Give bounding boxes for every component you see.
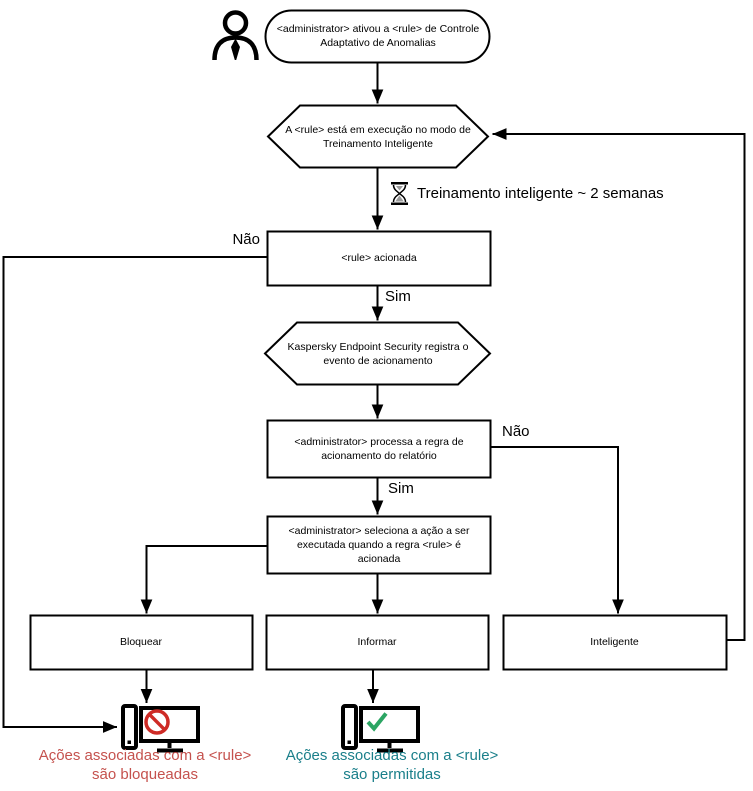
rule-triggered-line1: <rule> acionada	[341, 252, 417, 264]
rule-triggered-shape	[266, 230, 492, 287]
computer-allowed-icon	[341, 704, 420, 753]
training-mode-line2: Treinamento Inteligente	[323, 137, 433, 150]
block-node-shape	[29, 614, 254, 671]
connector-lines	[2, 62, 746, 733]
select-action-line2: executada quando a regra <rule> é	[296, 539, 462, 551]
blocked-outcome-caption: Ações associadas com a <rule> são bloque…	[28, 746, 262, 784]
select-action-shape	[266, 515, 492, 575]
connector-select-to-block	[140, 545, 267, 614]
blocked-caption-line1: Ações associadas com a <rule>	[38, 747, 252, 764]
allowed-caption-line1: Ações associadas com a <rule>	[285, 747, 499, 764]
registers-event-hexagon-shape	[263, 321, 492, 386]
block-node: Bloquear	[32, 617, 250, 667]
smart-node: Inteligente	[505, 617, 724, 667]
inform-node: Informar	[268, 617, 486, 667]
inform-node-label: Informar	[357, 636, 397, 648]
check-icon	[366, 712, 388, 732]
allowed-outcome-caption: Ações associadas com a <rule> são permit…	[272, 746, 512, 784]
label-no-right: Não	[502, 423, 530, 440]
block-node-label: Bloquear	[119, 636, 163, 648]
rule-triggered-node: <rule> acionada	[270, 233, 488, 283]
smart-node-label: Inteligente	[590, 636, 639, 648]
registers-event-line1: Kaspersky Endpoint Security registra o	[287, 340, 469, 353]
registers-event-line2: evento de acionamento	[323, 354, 433, 367]
blocked-caption-line2: são bloqueadas	[92, 766, 198, 783]
process-rule-shape	[266, 419, 492, 479]
select-action-line3: acionada	[357, 553, 401, 565]
label-yes-1: Sim	[385, 288, 411, 305]
prohibition-icon	[144, 709, 170, 735]
training-mode-line1: A <rule> está em execução no modo de	[285, 123, 471, 136]
start-node: <administrator> ativou a <rule> de Contr…	[272, 13, 484, 59]
label-no-left: Não	[232, 231, 260, 248]
inform-node-shape	[265, 614, 490, 671]
hourglass-icon	[391, 182, 408, 205]
training-duration-note: Treinamento inteligente ~ 2 semanas	[417, 185, 664, 202]
smart-node-shape	[502, 614, 728, 671]
registers-event-node: Kaspersky Endpoint Security registra o e…	[287, 325, 469, 382]
connector-no-to-smart	[490, 446, 624, 614]
process-rule-line1: <administrator> processa a regra de	[294, 436, 464, 448]
training-mode-node: A <rule> está em execução no modo de Tre…	[285, 108, 471, 165]
start-node-line1: <administrator> ativou a <rule> de Contr…	[276, 23, 480, 35]
user-icon	[212, 10, 259, 61]
start-node-line2: Adaptativo de Anomalias	[320, 37, 436, 49]
process-rule-line2: acionamento do relatório	[321, 450, 437, 462]
allowed-caption-line2: são permitidas	[343, 766, 441, 783]
computer-blocked-icon	[121, 704, 200, 753]
select-action-line1: <administrator> seleciona a ação a ser	[288, 525, 470, 537]
connector-no-loop-to-blocked-pc	[2, 256, 267, 733]
start-node-shape	[264, 9, 491, 64]
connector-smart-return-loop	[492, 128, 746, 641]
label-yes-2: Sim	[388, 480, 414, 497]
process-rule-node: <administrator> processa a regra de acio…	[272, 423, 486, 475]
select-action-node: <administrator> seleciona a ação a ser e…	[272, 519, 486, 571]
training-mode-hexagon-shape	[266, 104, 490, 169]
